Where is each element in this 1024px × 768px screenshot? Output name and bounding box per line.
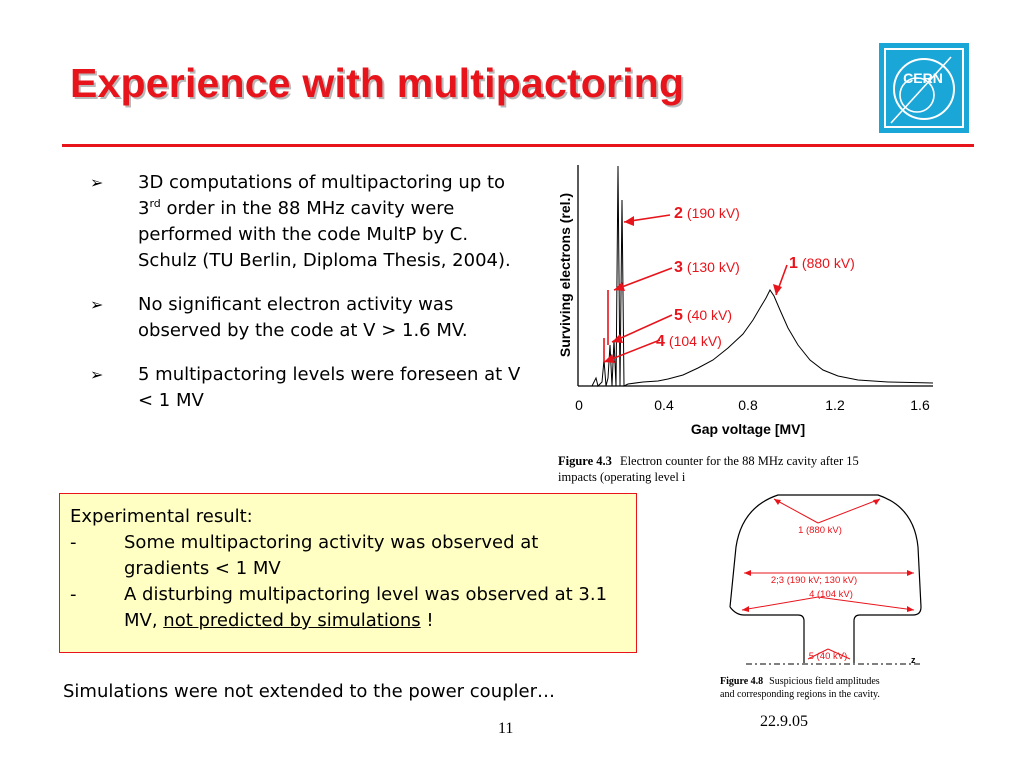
figure-caption-line2: and corresponding regions in the cavity. [720,689,880,700]
underlined-phrase: not predicted by simulations [163,610,421,631]
y-axis-label: Surviving electrons (rel.) [557,193,573,357]
arrow-bullet-icon: ➢ [90,365,104,384]
cern-logo: CERN [879,43,969,133]
annotation-label: 5(40 kV) [674,307,732,324]
experimental-result-box: Experimental result: - Some multipactori… [59,493,637,653]
figure-caption-line2: impacts (operating level i [558,470,686,484]
result-item: - A disturbing multipactoring level was … [70,584,608,631]
x-tick-label: 0 [575,397,583,413]
region-label: 2;3 (190 kV; 130 kV) [771,575,857,586]
region-label: 5 (40 kV) [809,651,848,662]
bullet-item: ➢ 5 multipactoring levels were foreseen … [90,364,521,411]
slide-date: 22.9.05 [760,713,808,730]
x-tick-label: 1.2 [825,397,845,413]
x-axis-label: Gap voltage [MV] [691,421,805,437]
bottom-note: Simulations were not extended to the pow… [63,681,556,702]
annotation-label: 3(130 kV) [674,259,740,276]
x-tick-label: 1.6 [910,397,930,413]
bullet-item: ➢ 3D computations of multipactoring up t… [90,172,511,271]
x-tick-label: 0.8 [738,397,758,413]
annotation-label: 4(104 kV) [656,333,722,350]
annotation-label: 1(880 kV) [789,255,855,272]
bullet-list: ➢ 3D computations of multipactoring up t… [86,170,526,432]
title-underline [62,144,974,147]
cavity-outline [729,494,922,663]
x-tick-label: 0.4 [654,397,674,413]
bullet-item: ➢ No significant electron activity was o… [90,294,468,341]
cavity-figure: 1 (880 kV) 2;3 (190 kV; 130 kV) 4 (104 k… [720,494,923,700]
result-item: - Some multipactoring activity was obser… [70,532,539,579]
page-number: 11 [498,720,514,737]
region-label: 1 (880 kV) [798,525,842,536]
cern-logo-text: CERN [903,70,943,86]
arrow-bullet-icon: ➢ [90,173,104,192]
slide-title: Experience with multipactoring [70,60,685,106]
z-axis-label: z [911,655,916,665]
result-heading: Experimental result: [70,506,253,527]
arrow-bullet-icon: ➢ [90,295,104,314]
electron-count-curve [578,165,934,387]
electron-counter-figure: Surviving electrons (rel.) 0 0.4 0.8 1.2… [557,165,934,484]
annotation-label: 2(190 kV) [674,205,740,222]
region-label: 4 (104 kV) [809,589,853,600]
